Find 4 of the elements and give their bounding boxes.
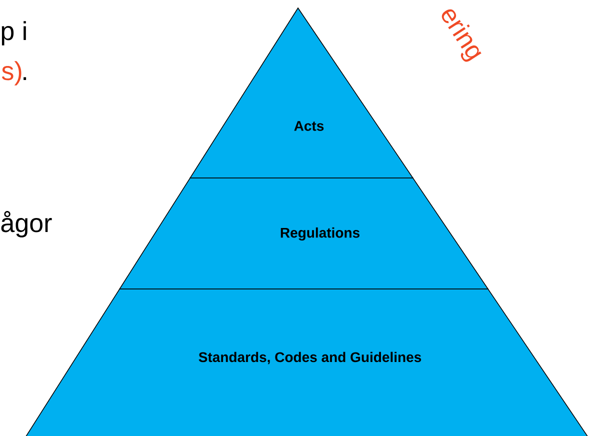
slide-text: p i (2, 21, 26, 46)
slide-text: . (24, 77, 26, 80)
slide-text: s) (2, 61, 22, 86)
slide-text: ågor (1, 211, 52, 238)
